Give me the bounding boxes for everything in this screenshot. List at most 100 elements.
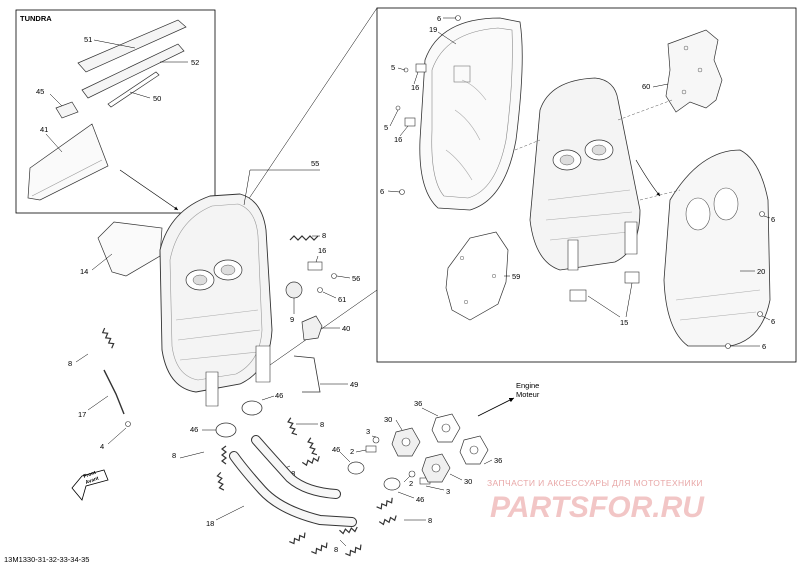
part-59-gasket	[445, 231, 509, 321]
callout-52: 52	[191, 58, 199, 67]
part-8-spring-bottom-f	[345, 544, 362, 557]
callout-55: 55	[311, 159, 319, 168]
callout-8-bottom-right: 8	[428, 516, 432, 525]
tundra-inset: TUNDRA 51 52 45 50 41	[15, 9, 216, 214]
callout-6-top: 6	[437, 14, 441, 23]
callout-16-main: 16	[318, 246, 326, 255]
callout-50: 50	[153, 94, 161, 103]
part-8-spring-bottom-b	[378, 515, 397, 526]
callout-46-lower: 46	[416, 495, 424, 504]
part-8-spring-pipe-a	[221, 445, 227, 465]
part-20-rear-shield	[663, 149, 771, 347]
part-46-ring-upper	[241, 400, 263, 416]
callout-19: 19	[429, 25, 437, 34]
front-label-fr: Avant	[85, 475, 100, 485]
muffler-inner-body	[529, 77, 641, 271]
watermark-brand: PARTSFOR.RU	[490, 491, 705, 524]
callout-36-upper: 36	[414, 399, 422, 408]
part-51-trim	[77, 19, 187, 73]
part-16-clip	[307, 261, 323, 271]
callout-16-upper: 16	[411, 83, 419, 92]
tundra-title: TUNDRA	[20, 14, 52, 23]
part-17-rod	[103, 369, 125, 415]
callout-5-lower: 5	[384, 123, 388, 132]
part-41-panel	[27, 123, 109, 201]
callout-8-bottom-mid: 8	[334, 545, 338, 554]
detail-box: 6 19 5 16 5 16 6 60 59 15 20 6 6 6	[247, 7, 797, 366]
callout-18: 18	[206, 519, 214, 528]
callout-46-upper: 46	[275, 391, 283, 400]
callout-9: 9	[290, 315, 294, 324]
part-8-spring-bottom-e	[311, 542, 328, 555]
callout-5-upper: 5	[391, 63, 395, 72]
callout-45: 45	[36, 87, 44, 96]
callout-15: 15	[620, 318, 628, 327]
callout-2-upper: 2	[350, 447, 354, 456]
callout-8-pipe-left: 8	[172, 451, 176, 460]
muffler-assembly: 14 55 8 16 56 61 9 40	[68, 159, 540, 557]
callout-30-lower: 30	[464, 477, 472, 486]
engine-direction-arrow	[477, 397, 515, 417]
callout-56: 56	[352, 274, 360, 283]
callout-6-right-lower: 6	[771, 317, 775, 326]
diagram-code: 13M1330-31-32-33-34-35	[4, 555, 89, 564]
callout-60: 60	[642, 82, 650, 91]
part-8-spring-pipe-d	[307, 437, 318, 456]
callout-41: 41	[40, 125, 48, 134]
watermark-tagline: ЗАПЧАСТИ И АКСЕССУАРЫ ДЛЯ МОТОТЕХНИКИ	[487, 478, 703, 488]
callout-17: 17	[78, 410, 86, 419]
part-14-plate	[97, 221, 163, 277]
part-52-trim	[81, 43, 185, 99]
part-8-spring-upper	[289, 235, 319, 241]
part-8-spring-pipe-b	[216, 471, 225, 491]
watermark: ЗАПЧАСТИ И АКСЕССУАРЫ ДЛЯ МОТОТЕХНИКИ PA…	[487, 478, 705, 524]
callout-36-lower: 36	[494, 456, 502, 465]
callout-30-upper: 30	[384, 415, 392, 424]
part-8-spring-bottom-a	[376, 497, 393, 510]
part-15-bracket-b	[624, 271, 640, 284]
callout-6-left: 6	[380, 187, 384, 196]
part-50-strip	[107, 71, 160, 108]
callout-46-left: 46	[190, 425, 198, 434]
callout-46-mid: 46	[332, 445, 340, 454]
inset-pointer-arrow	[119, 169, 179, 211]
callout-2-lower: 2	[409, 479, 413, 488]
engine-label-en: Engine	[516, 381, 539, 390]
callout-49: 49	[350, 380, 358, 389]
callout-61: 61	[338, 295, 346, 304]
part-8-spring-left	[101, 327, 115, 349]
part-55-muffler	[159, 193, 273, 393]
callout-14: 14	[80, 267, 88, 276]
front-arrow: Front Avant	[71, 469, 109, 501]
part-19-top-shield	[419, 17, 523, 211]
part-8-spring-pipe-e	[301, 456, 320, 467]
part-60-heat-shield	[665, 29, 723, 113]
callout-8-upper: 8	[322, 231, 326, 240]
part-46-ring-left	[215, 422, 237, 438]
engine-label-fr: Moteur	[516, 390, 540, 399]
part-8-spring-bottom-c	[339, 526, 358, 535]
part-15-bracket-a	[569, 289, 587, 302]
part-49-bracket	[293, 355, 321, 393]
part-40-block	[301, 315, 323, 341]
callout-8-pipe-right: 8	[320, 420, 324, 429]
callout-59: 59	[512, 272, 520, 281]
callout-3-upper: 3	[366, 427, 370, 436]
part-46-ring-lower	[383, 477, 401, 491]
part-45-clip	[55, 101, 79, 119]
callout-40: 40	[342, 324, 350, 333]
callout-20: 20	[757, 267, 765, 276]
part-9-grommet	[285, 281, 303, 299]
callout-4: 4	[100, 442, 104, 451]
part-8-spring-pipe-c	[287, 417, 298, 436]
callout-16-lower: 16	[394, 135, 402, 144]
front-label-en: Front	[83, 470, 97, 480]
part-8-spring-bottom-d	[289, 532, 306, 545]
callout-51: 51	[84, 35, 92, 44]
callout-3-lower: 3	[446, 487, 450, 496]
callout-6-right-upper: 6	[771, 215, 775, 224]
callout-6-bottom: 6	[762, 342, 766, 351]
callout-8-left: 8	[68, 359, 72, 368]
